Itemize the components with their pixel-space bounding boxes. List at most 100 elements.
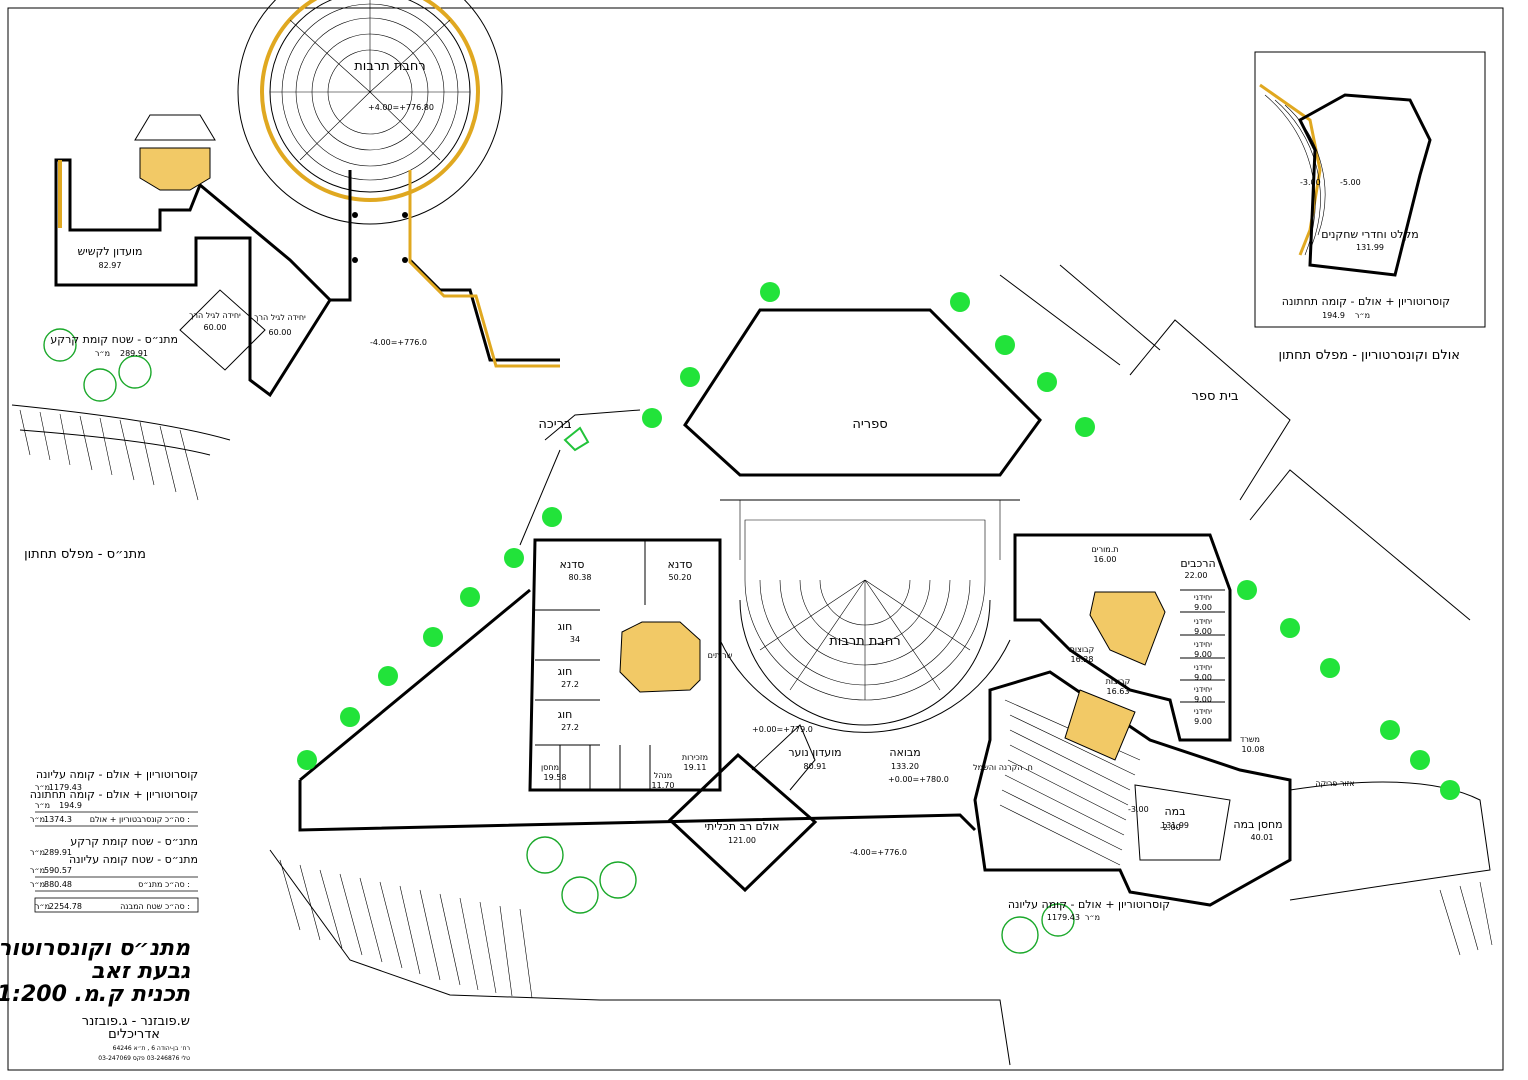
workshop2-area: 50.20 [669, 573, 692, 582]
upper-plaza-dome [237, 0, 560, 368]
shrub-icon [43, 328, 77, 362]
inset-level-a: -3.00 [1300, 178, 1321, 187]
address: רח׳ בן-יהודה 6 , ת״א 64246 [113, 1045, 190, 1052]
summary-row-value: 1374.3 [44, 815, 72, 824]
pool-label: בריכה [538, 417, 571, 432]
summary-row-unit: מ״ר [30, 866, 45, 875]
tree-icon [950, 292, 970, 312]
director-label: מנהל [654, 771, 672, 780]
office-label: משרד [1240, 735, 1260, 744]
summary-row-label: קוסרוטוריון + אולם - קומה עליונה [36, 768, 198, 781]
youth-club-label: מועדון נוער [788, 746, 841, 759]
tree-icon [378, 666, 398, 686]
level-lower-plan: -4.00=+776.0 [370, 338, 427, 347]
shrub-icon [83, 368, 117, 402]
summary-row-label: מתנ״ס - שטח קומת קרקע [70, 835, 198, 848]
culture-plaza-label: רחבת תרבות [829, 634, 901, 649]
tree-icon [680, 367, 700, 387]
club1-area: 34 [570, 635, 580, 644]
tree-icon [340, 707, 360, 727]
shrub-icon [1041, 903, 1075, 937]
single-room-area: 9.00 [1194, 695, 1212, 704]
composers-label: הרכבים [1180, 557, 1215, 570]
secretary-area: 19.11 [684, 763, 707, 772]
tree-icon [1237, 580, 1257, 600]
summary-row-unit: מ״ר [35, 801, 50, 810]
single-room-area: 9.00 [1194, 717, 1212, 726]
single-room-area: 9.00 [1194, 603, 1212, 612]
summary-row-value: 194.9 [59, 801, 82, 810]
summary-row-unit: מ״ר [35, 783, 50, 792]
groups2-label: קבוצות [1070, 645, 1095, 654]
tree-icon [460, 587, 480, 607]
composers-area: 22.00 [1185, 571, 1208, 580]
inset-area-label: קוסרוטוריון + אולם - קומה תחתונה [1282, 295, 1450, 308]
shrub-icon [1001, 916, 1039, 954]
summary-row-label: סה״כ שטח המבנה : [120, 902, 190, 911]
sheet-frame [7, 7, 1504, 1071]
bottom-right-area-value: 1179.43 [1047, 913, 1080, 922]
tree-icon [642, 408, 662, 428]
shrub-icon [599, 861, 637, 899]
lower-plan-labels: מתנ״ס - שטח קומת קרקע 289.91 מ״ר מתנ״ס -… [24, 333, 178, 562]
summary-row-value: 289.91 [44, 848, 72, 857]
bottom-right-area-unit: מ״ר [1085, 913, 1100, 922]
single-room-area: 9.00 [1194, 673, 1212, 682]
multi-hall-area: 121.00 [728, 836, 756, 845]
single-room-label: יחידני [1194, 593, 1212, 602]
tree-icon [760, 282, 780, 302]
level-labels: +0.00=+779.0 +0.00=+780.0 +4.00=+776.80 … [368, 103, 1181, 857]
stage-label: במה [1164, 805, 1185, 818]
architects-role: אדריכלים [108, 1027, 160, 1042]
main-building-outline [298, 308, 1292, 907]
summary-row-label: מתנ״ס - שטח קומה עליונה [69, 853, 198, 866]
tree-icon [1037, 372, 1057, 392]
tree-icon [1440, 780, 1460, 800]
single-room-label: יחידני [1194, 663, 1212, 672]
stage-store-area: 40.01 [1251, 833, 1274, 842]
level-plaza-top: +4.00=+776.80 [368, 103, 434, 112]
level-hall: -3.00 [1128, 805, 1149, 814]
tree-icon [1280, 618, 1300, 638]
kindergarten1-label: יחידה לגיל הרך [189, 311, 241, 320]
groups-area: 16.63 [1107, 687, 1130, 696]
tree-icon [1380, 720, 1400, 740]
club1-label: חוג [558, 620, 573, 633]
entrance-area: 133.20 [891, 762, 919, 771]
inset-title: אולם וקונסרטוריון - מפלס תחתון [1279, 348, 1461, 363]
level-entrance: +0.00=+780.0 [888, 775, 949, 784]
lower-plan-title: מתנ״ס - מפלס תחתון [24, 547, 146, 562]
area-summary-table: קוסרוטוריון + אולם - קומה עליונה 1179.43… [30, 768, 199, 913]
tree-icon [542, 507, 562, 527]
inset-labels: מקלט וחדרי שחקנים 131.99 -3.00 -5.00 קוס… [1279, 178, 1461, 363]
seniors-building [54, 114, 332, 398]
project-location: גבעת זאב [91, 959, 190, 984]
storage-area: 19.58 [544, 773, 567, 782]
unloading-label: אזור פריקה [1315, 779, 1355, 788]
plan-title: תכנית ק.מ. 1:200 [0, 982, 190, 1007]
shrub-icon [118, 355, 152, 389]
school-label: בית ספר [1192, 389, 1239, 404]
single-room-area: 9.00 [1194, 650, 1212, 659]
workshop1-label: סדנא [560, 558, 585, 571]
tree-icon [1075, 417, 1095, 437]
kindergarten1-area: 60.00 [204, 323, 227, 332]
single-room-label: יחידני [1194, 685, 1212, 694]
bottom-right-area-label: קוסרוטוריון + אולם - קומה עליונה [1008, 898, 1170, 911]
tree-icon [423, 627, 443, 647]
single-room-label: יחידני [1194, 640, 1212, 649]
stage-store-label: מחסן במה [1233, 818, 1282, 831]
upper-plaza-label: רחבת תרבות [354, 59, 426, 74]
tree-icon [297, 750, 317, 770]
inset-room-area: 131.99 [1356, 243, 1384, 252]
summary-row-unit: מ״ר [30, 848, 45, 857]
summary-row-unit: מ״ר [30, 880, 45, 889]
lower-plan-area-label: מתנ״ס - שטח קומת קרקע [50, 333, 178, 346]
summary-row-value: 1179.43 [49, 783, 82, 792]
summary-row-label: סה״כ מתנ״ס : [138, 880, 190, 889]
storage-label: מחסן [541, 763, 559, 772]
level-yard: -4.00=+776.0 [850, 848, 907, 857]
summary-row-value: 590.57 [44, 866, 72, 875]
phones: טלי 03-246876 פקס 03-247069 [98, 1055, 190, 1062]
